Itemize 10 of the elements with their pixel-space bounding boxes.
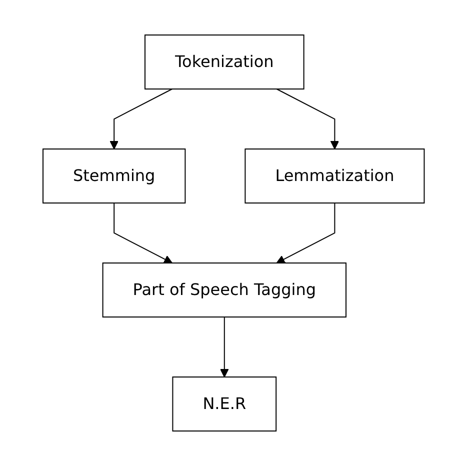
arrow xyxy=(276,88,339,150)
node-box: Tokenization xyxy=(144,34,304,90)
node-box: N.E.R xyxy=(172,376,276,432)
arrow xyxy=(110,88,173,150)
node-box: Lemmatization xyxy=(244,148,425,204)
node-box: Part of Speech Tagging xyxy=(102,262,346,318)
arrow xyxy=(113,202,172,264)
arrow xyxy=(276,202,336,264)
node-box: Stemming xyxy=(42,148,186,204)
arrow xyxy=(220,316,229,378)
